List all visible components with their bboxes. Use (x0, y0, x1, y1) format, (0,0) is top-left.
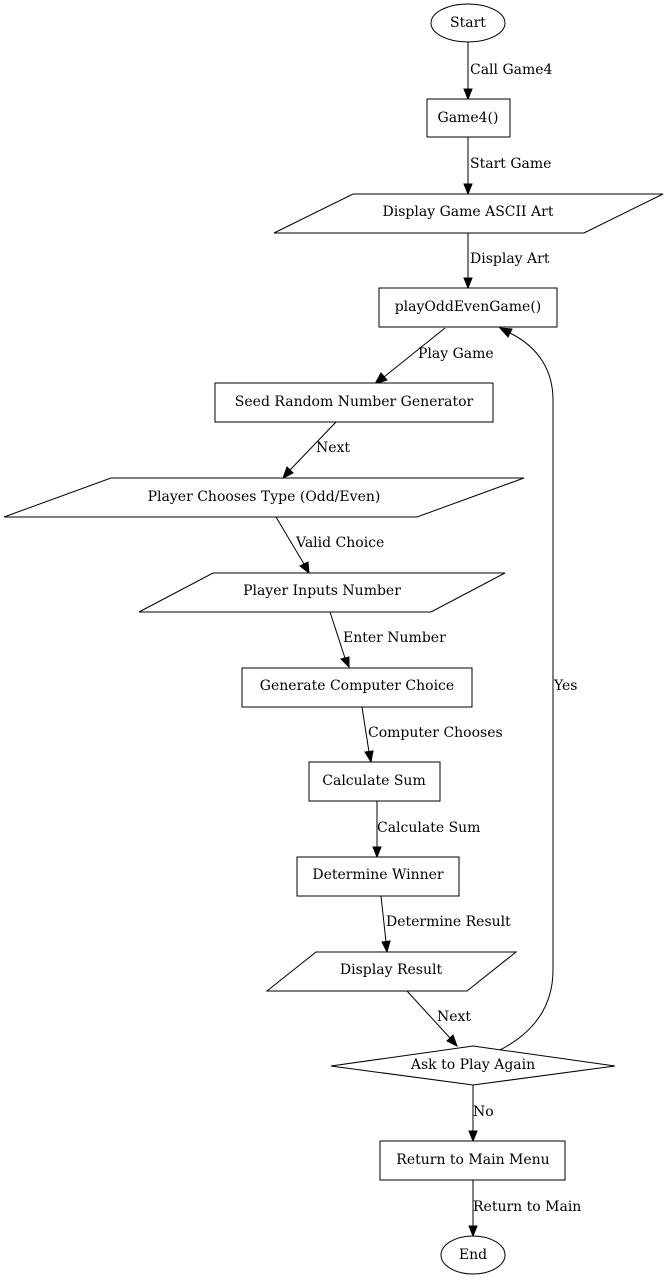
node-label-game4: Game4() (438, 110, 499, 126)
edge-label-calculate-sum: Calculate Sum (377, 820, 480, 836)
node-label-computer-choice: Generate Computer Choice (260, 678, 454, 694)
edge-label-computer-chooses: Computer Chooses (368, 725, 503, 741)
input-number-parallelogram (138, 572, 506, 613)
arrow-head (468, 1225, 478, 1238)
node-display-result: Display Result (265, 951, 518, 992)
node-choose-type: Player Chooses Type (Odd/Even) (3, 477, 525, 518)
node-calc-sum: Calculate Sum (308, 761, 441, 802)
arrow-head (446, 1034, 458, 1048)
computer-choice-box (241, 667, 473, 708)
edge-label-next-2: Next (437, 1009, 471, 1025)
node-label-display-result: Display Result (340, 962, 443, 978)
nodes: Start Game4() Display Game ASCII Art pla… (3, 3, 664, 1275)
arrow-head (468, 1130, 478, 1143)
calc-sum-box (308, 761, 441, 802)
display-ascii-parallelogram (273, 193, 664, 234)
node-label-choose-type: Player Chooses Type (Odd/Even) (148, 489, 381, 505)
arrow-head (364, 750, 374, 764)
return-menu-box (379, 1140, 566, 1181)
node-game4: Game4() (426, 98, 511, 138)
edge-next-1 (289, 421, 337, 471)
node-ask-again: Ask to Play Again (330, 1045, 616, 1086)
edge-enter-number (329, 611, 346, 659)
node-input-number: Player Inputs Number (138, 572, 506, 613)
node-label-input-number: Player Inputs Number (243, 583, 401, 599)
choose-type-parallelogram (3, 477, 525, 518)
edge-valid-choice (275, 516, 305, 565)
edges: Call Game4 Start Game Display Art Play G… (275, 42, 581, 1238)
node-return-menu: Return to Main Menu (379, 1140, 566, 1181)
arrow-head (381, 940, 391, 954)
arrow-head (498, 327, 513, 338)
node-display-ascii: Display Game ASCII Art (273, 193, 664, 234)
ask-again-diamond (330, 1045, 616, 1086)
node-label-display-ascii: Display Game ASCII Art (383, 204, 554, 220)
edge-label-yes: Yes (553, 678, 578, 694)
edge-label-return-to-main: Return to Main (473, 1199, 581, 1215)
node-label-start: Start (450, 15, 486, 31)
play-odd-even-box (378, 287, 558, 328)
node-end: End (440, 1235, 506, 1275)
node-play-odd-even: playOddEvenGame() (378, 287, 558, 328)
node-label-end: End (459, 1247, 487, 1263)
arrow-head (282, 466, 294, 480)
edge-label-no: No (473, 1104, 494, 1120)
node-determine-winner: Determine Winner (296, 856, 460, 897)
end-ellipse (440, 1235, 506, 1275)
arrow-head (372, 846, 382, 859)
node-seed-rng: Seed Random Number Generator (214, 382, 494, 423)
edge-label-next-1: Next (316, 440, 350, 456)
edge-next-2 (406, 990, 451, 1039)
edge-label-valid-choice: Valid Choice (295, 535, 384, 551)
game4-box (426, 98, 511, 138)
node-start: Start (430, 3, 506, 43)
start-ellipse (430, 3, 506, 43)
arrow-head (463, 88, 473, 101)
node-label-ask-again: Ask to Play Again (410, 1057, 535, 1073)
node-label-calc-sum: Calculate Sum (322, 773, 425, 789)
seed-rng-box (214, 382, 494, 423)
node-label-return-menu: Return to Main Menu (396, 1152, 549, 1168)
edge-label-play-game: Play Game (418, 346, 494, 362)
edge-computer-chooses (361, 706, 370, 753)
determine-winner-box (296, 856, 460, 897)
arrow-head (463, 277, 473, 290)
node-label-seed-rng: Seed Random Number Generator (235, 394, 474, 410)
arrow-head (373, 372, 388, 385)
node-label-determine-winner: Determine Winner (312, 867, 444, 883)
arrow-head (340, 656, 350, 669)
display-result-parallelogram (265, 951, 518, 992)
arrow-head (299, 561, 310, 575)
edge-label-call-game4: Call Game4 (470, 62, 553, 78)
edge-label-display-art: Display Art (470, 251, 550, 267)
edge-play-game (383, 327, 446, 378)
node-label-play-odd-even: playOddEvenGame() (395, 299, 542, 315)
edge-determine-result (380, 895, 387, 943)
edge-yes (497, 332, 554, 1052)
arrow-head (463, 183, 473, 196)
edge-label-enter-number: Enter Number (343, 630, 446, 646)
node-computer-choice: Generate Computer Choice (241, 667, 473, 708)
edge-label-start-game: Start Game (470, 156, 551, 172)
edge-label-determine-result: Determine Result (386, 914, 511, 930)
